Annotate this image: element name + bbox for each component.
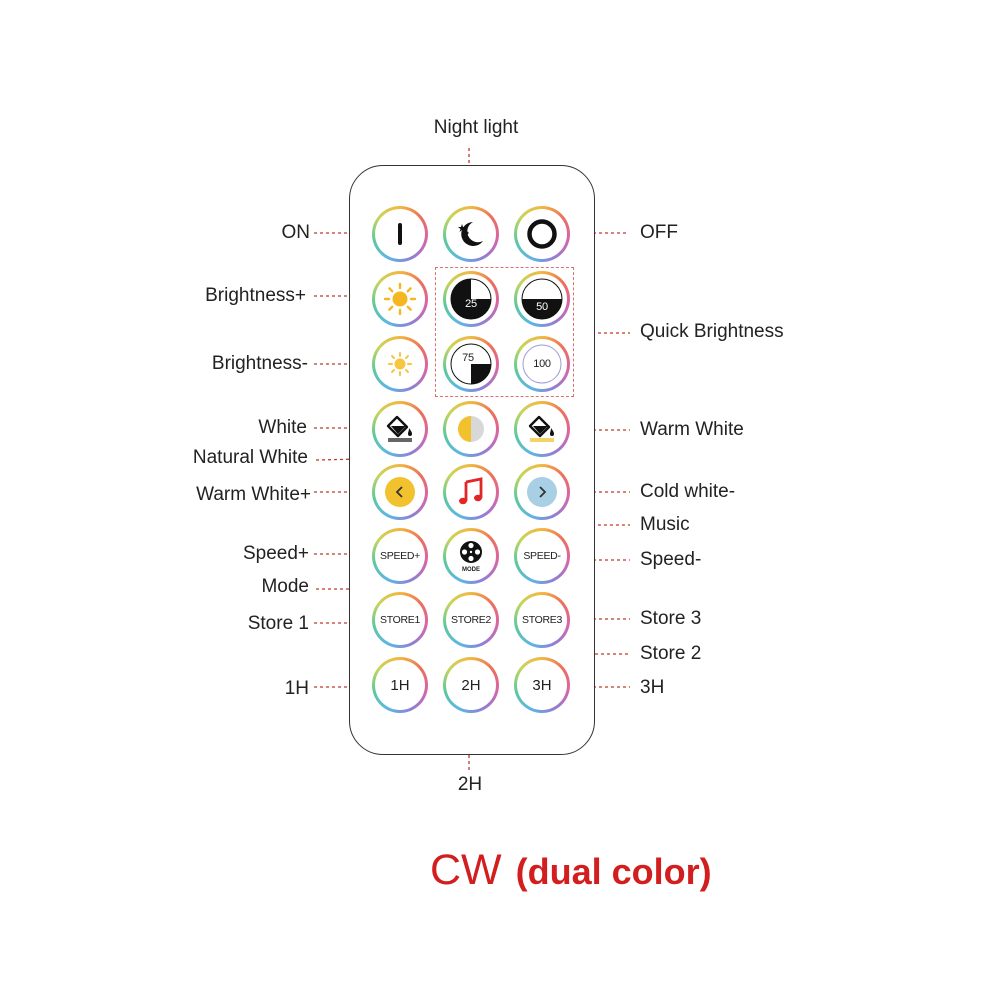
label-off: OFF — [640, 222, 678, 243]
label-1h: 1H — [284, 678, 309, 699]
music-note-icon — [459, 477, 483, 505]
title-sub: (dual color) — [515, 851, 712, 892]
power-on-icon — [398, 223, 402, 245]
warm-white-button[interactable] — [514, 401, 570, 457]
title-main: CW — [430, 846, 502, 894]
label-music: Music — [640, 514, 690, 535]
store1-button[interactable]: STORE1 — [372, 592, 428, 648]
store1-label: STORE1 — [379, 614, 421, 626]
label-store1: Store 1 — [247, 613, 309, 634]
brightness-50-label: 50 — [536, 301, 548, 313]
label-cold-white: Cold white- — [640, 481, 736, 502]
label-store2: Store 2 — [640, 643, 702, 664]
quarter-circle-icon — [450, 278, 492, 320]
label-quick-brightness: Quick Brightness — [640, 321, 784, 342]
label-brightness-minus: Brightness- — [211, 353, 308, 374]
label-speed-minus: Speed- — [640, 549, 702, 570]
on-button[interactable] — [372, 206, 428, 262]
chevron-left-icon — [385, 477, 415, 507]
timer-1h-button[interactable]: 1H — [372, 657, 428, 713]
label-night-light: Night light — [433, 117, 519, 138]
timer-2h-label: 2H — [461, 676, 481, 694]
label-2h: 2H — [457, 774, 483, 795]
sun-small-icon — [388, 352, 412, 376]
brightness-minus-button[interactable] — [372, 336, 428, 392]
paint-bucket-warm-icon — [528, 415, 554, 442]
natural-white-button[interactable] — [443, 401, 499, 457]
product-title: CW (dual color) — [430, 846, 712, 895]
timer-2h-button[interactable]: 2H — [443, 657, 499, 713]
label-warm-white: Warm White — [640, 419, 744, 440]
remote-body — [349, 165, 595, 755]
half-fill-icon — [521, 278, 563, 320]
power-off-icon — [527, 219, 557, 249]
timer-1h-label: 1H — [390, 676, 410, 694]
night-light-button[interactable] — [443, 206, 499, 262]
brightness-25-button[interactable]: 25 — [443, 271, 499, 327]
brightness-50-button[interactable]: 50 — [514, 271, 570, 327]
off-button[interactable] — [514, 206, 570, 262]
label-white: White — [258, 417, 307, 438]
label-brightness-plus: Brightness+ — [205, 285, 306, 306]
mode-button[interactable]: MODE — [443, 528, 499, 584]
sun-large-icon — [383, 282, 417, 316]
brightness-100-button[interactable]: 100 — [514, 336, 570, 392]
label-speed-plus: Speed+ — [242, 543, 309, 564]
paint-bucket-icon — [386, 415, 412, 442]
label-3h: 3H — [640, 677, 665, 698]
store3-label: STORE3 — [521, 614, 563, 626]
white-button[interactable] — [372, 401, 428, 457]
brightness-25-label: 25 — [465, 298, 477, 310]
cold-white-minus-button[interactable] — [514, 464, 570, 520]
label-natural-white: Natural White — [192, 447, 308, 468]
quick-brightness-group — [435, 267, 574, 397]
label-on: ON — [281, 222, 311, 243]
store3-button[interactable]: STORE3 — [514, 592, 570, 648]
speed-minus-button[interactable]: SPEED- — [514, 528, 570, 584]
half-circle-icon — [458, 416, 484, 442]
brightness-plus-button[interactable] — [372, 271, 428, 327]
timer-3h-label: 3H — [532, 676, 552, 694]
brightness-75-button[interactable]: 75 — [443, 336, 499, 392]
speed-plus-button[interactable]: SPEED+ — [372, 528, 428, 584]
label-warm-white-plus: Warm White+ — [196, 484, 311, 505]
music-button[interactable] — [443, 464, 499, 520]
label-mode: Mode — [261, 576, 309, 597]
full-circle-outline-icon — [522, 344, 562, 384]
speed-plus-label: SPEED+ — [380, 550, 420, 562]
three-quarter-icon — [450, 343, 492, 385]
store2-label: STORE2 — [450, 614, 492, 626]
label-store3: Store 3 — [640, 608, 702, 629]
mode-label: MODE — [462, 567, 480, 573]
brightness-100-label: 100 — [533, 358, 551, 370]
film-reel-icon — [460, 541, 482, 563]
warm-white-plus-button[interactable] — [372, 464, 428, 520]
store2-button[interactable]: STORE2 — [443, 592, 499, 648]
speed-minus-label: SPEED- — [523, 550, 561, 562]
moon-stars-icon — [458, 222, 483, 246]
timer-3h-button[interactable]: 3H — [514, 657, 570, 713]
chevron-right-icon — [527, 477, 557, 507]
brightness-75-label: 75 — [462, 352, 474, 364]
